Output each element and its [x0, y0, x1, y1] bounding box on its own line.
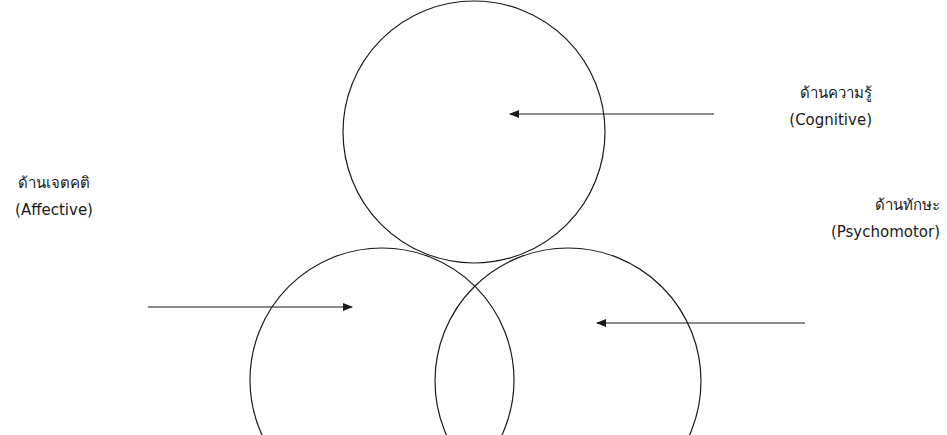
leader-arrow [597, 323, 805, 324]
leader-arrow [148, 307, 352, 308]
psychomotor-circle [435, 248, 701, 435]
affective-circle [250, 248, 514, 435]
domain-label: ด้านทักษะ (Psychomotor) [827, 192, 940, 246]
cognitive-circle [343, 1, 605, 263]
leader-arrow [510, 114, 714, 115]
domain-label: ด้านเจตคติ (Affective) [14, 170, 95, 224]
domain-label: ด้านความรู้ (Cognitive) [786, 80, 872, 134]
